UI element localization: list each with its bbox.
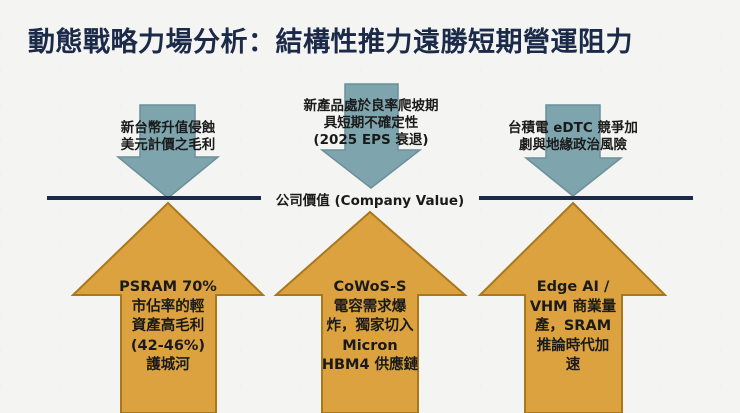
tailwind-2-line: 炸，獨家切入 [326, 318, 414, 334]
tailwind-arrow-1 [70, 201, 266, 413]
headwind-label-3: 台積電 eDTC 競爭加 劇與地緣政治風險 [493, 120, 653, 154]
headwind-label-2: 新產品處於良率爬坡期 具短期不確定性 (2025 EPS 衰退) [280, 98, 462, 149]
headwind-arrow-2 [319, 83, 423, 189]
headwind-1-line: 美元計價之毛利 [120, 137, 216, 153]
tailwind-3-line: 推論時代加 [536, 337, 610, 354]
headwind-label-1: 新台幣升值侵蝕 美元計價之毛利 [88, 120, 248, 154]
tailwind-3-line: 速 [565, 357, 581, 373]
tailwind-3-line: Edge AI / [536, 279, 610, 295]
headwind-2-line: 新產品處於良率爬坡期 [303, 98, 439, 114]
tailwind-3-line: 產，SRAM [534, 318, 612, 334]
tailwind-1-line: 市佔率的輕 [131, 298, 205, 315]
company-value-line-left [47, 196, 261, 200]
tailwind-1-line: (42-46%) [130, 337, 206, 354]
page-title: 動態戰略力場分析：結構性推力遠勝短期營運阻力 [28, 27, 633, 58]
tailwind-2-line: Micron [342, 337, 398, 354]
company-value-line-right [479, 196, 693, 200]
tailwind-2-line: HBM4 供應鏈 [321, 357, 419, 373]
tailwind-arrow-2 [273, 210, 468, 413]
company-value-label: 公司價值 (Company Value) [275, 193, 465, 209]
tailwind-1-line: 護城河 [146, 357, 190, 373]
headwind-2-line: (2025 EPS 衰退) [313, 132, 429, 148]
headwind-arrow-3 [523, 104, 624, 197]
tailwind-3-line: VHM 商業量 [529, 298, 617, 315]
tailwind-arrow-3 [477, 201, 668, 413]
headwind-1-line: 新台幣升值侵蝕 [120, 120, 216, 136]
headwind-arrow-1 [115, 104, 221, 199]
tailwind-label-3: Edge AI / VHM 商業量 產，SRAM 推論時代加 速 [517, 278, 629, 376]
headwind-3-line: 台積電 eDTC 競爭加 [508, 120, 638, 136]
headwind-2-line: 具短期不確定性 [323, 115, 419, 131]
tailwind-label-1: PSRAM 70% 市佔率的輕 資產高毛利 (42-46%) 護城河 [113, 278, 223, 376]
headwind-3-line: 劇與地緣政治風險 [519, 137, 627, 153]
tailwind-2-line: 電容需求爆 [333, 298, 407, 315]
tailwind-label-2: CoWoS-S 電容需求爆 炸，獨家切入 Micron HBM4 供應鏈 [313, 278, 427, 376]
tailwind-2-line: CoWoS-S [333, 279, 407, 295]
tailwind-1-line: PSRAM 70% [119, 279, 217, 295]
tailwind-1-line: 資產高毛利 [131, 318, 205, 334]
